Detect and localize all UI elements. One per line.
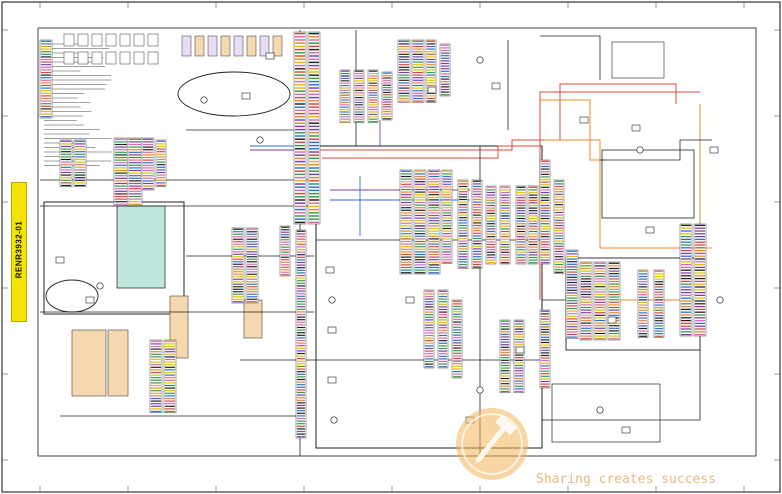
- connector-stack: [59, 139, 73, 188]
- connector-stack: [367, 69, 379, 124]
- peach-connector-4: [243, 299, 263, 339]
- connector-stack: [353, 69, 365, 124]
- central-harness-region: [315, 145, 543, 449]
- connector-stack: [593, 261, 607, 341]
- connector-stack: [515, 185, 527, 265]
- connector-stack: [437, 289, 449, 369]
- connector-stack: [339, 69, 351, 124]
- connector-stacks: [39, 31, 707, 439]
- connector-stack: [381, 71, 393, 121]
- connector-stack: [607, 261, 621, 341]
- connector-stack: [155, 139, 167, 188]
- connector-stack: [293, 31, 307, 225]
- connector-stack: [245, 227, 259, 304]
- connector-stack: [397, 39, 411, 103]
- connector-stack: [411, 39, 425, 103]
- connector-stack: [427, 169, 441, 275]
- connector-stack: [149, 339, 163, 414]
- connector-stack: [637, 269, 649, 338]
- peach-connector-2: [107, 329, 129, 397]
- connector-stack: [451, 299, 463, 379]
- connector-stack: [113, 137, 129, 206]
- connector-stack: [163, 339, 177, 414]
- highlight-ellipse-left: [45, 279, 99, 313]
- document-number-text: RENR3932-01: [14, 220, 24, 279]
- connector-stack: [499, 319, 511, 394]
- connector-stack: [127, 137, 143, 206]
- connector-stack: [279, 225, 291, 277]
- connector-stack: [499, 185, 511, 265]
- connector-stack: [413, 169, 427, 275]
- hammer-seal-icon: [456, 408, 528, 480]
- highlight-ellipse-top: [177, 71, 291, 117]
- connector-stack: [39, 39, 53, 119]
- connector-stack: [539, 309, 551, 389]
- component-symbols: [55, 52, 724, 434]
- connector-stack: [527, 185, 539, 265]
- connector-stack: [441, 169, 453, 264]
- connector-stack: [307, 31, 321, 225]
- connector-stack: [513, 319, 525, 394]
- legend-box: [611, 41, 665, 79]
- lower-right-region: [551, 383, 661, 443]
- document-number-label: RENR3932-01: [11, 182, 27, 322]
- connector-stack: [295, 229, 307, 439]
- connector-stack: [231, 227, 245, 304]
- connector-stack: [399, 169, 413, 275]
- connector-stack: [423, 289, 435, 369]
- peach-connector-1: [71, 329, 107, 397]
- connector-stack: [679, 223, 693, 337]
- connector-stack: [539, 159, 551, 265]
- connector-stack: [471, 179, 483, 269]
- connector-stack: [693, 223, 707, 337]
- connector-stack: [565, 249, 579, 339]
- connector-stack: [141, 137, 155, 191]
- connector-stack: [653, 269, 665, 338]
- connector-stack: [439, 43, 451, 97]
- connector-cluster-top: [63, 33, 283, 65]
- right-upper-region: [601, 149, 695, 219]
- inner-border: [37, 27, 757, 457]
- connector-stack: [73, 139, 87, 188]
- connector-stack: [579, 261, 593, 341]
- connector-stack: [457, 179, 469, 269]
- watermark-text: Sharing creates success: [536, 472, 717, 487]
- connector-stack: [485, 185, 497, 265]
- ecm-module-block: [116, 205, 166, 289]
- connector-stack: [553, 179, 565, 274]
